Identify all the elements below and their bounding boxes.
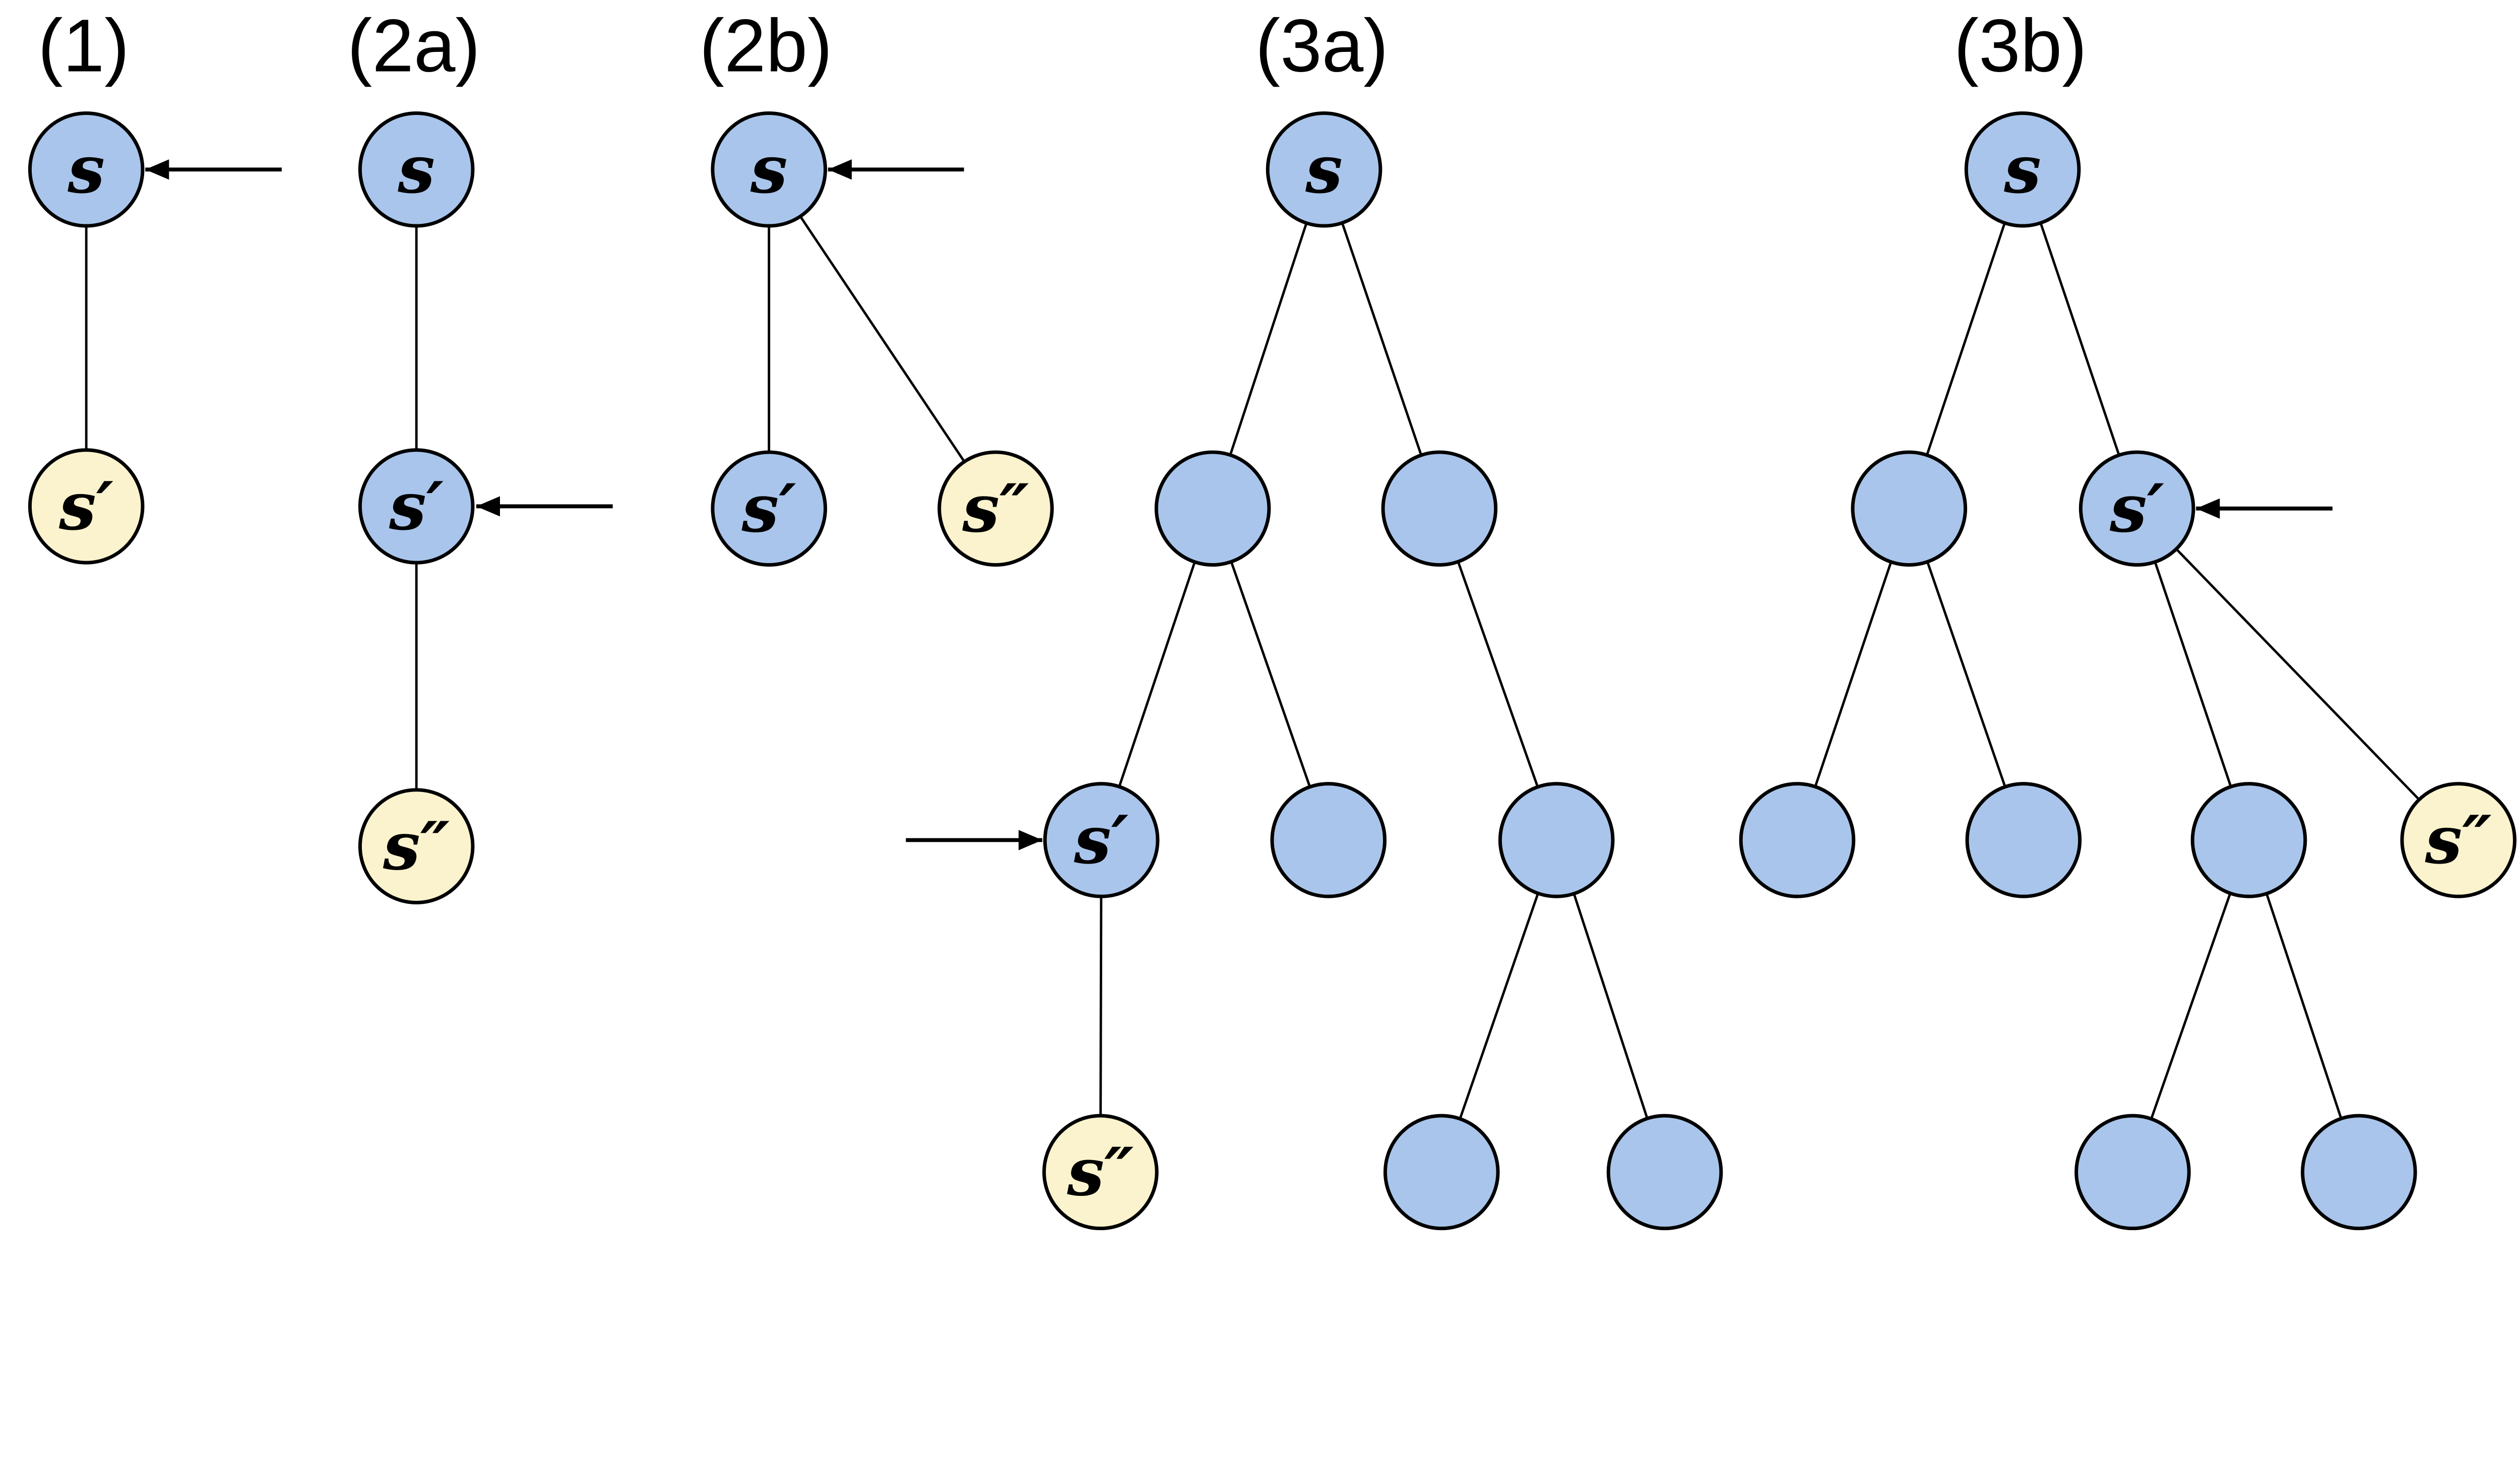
tree-edge-s-spp <box>768 168 997 510</box>
tree-edge-d-f <box>1555 839 1666 1173</box>
node-s-double-prime <box>1042 1114 1159 1231</box>
node-s-double-prime <box>358 788 475 904</box>
node-s-double-prime-label: s″ <box>2425 801 2492 879</box>
node-s-prime <box>1043 782 1160 898</box>
node-s-label: s <box>397 131 435 208</box>
diagram-2a: (2a) s s′ s″ <box>347 4 613 904</box>
node-s-prime-label: s′ <box>741 469 796 547</box>
node-s-prime-label: s′ <box>58 467 113 545</box>
node-s-prime <box>2078 450 2195 567</box>
node-s <box>358 111 475 228</box>
tree-edge-l-g <box>1796 508 1911 841</box>
tree-edge-sp-spp <box>2136 508 2460 841</box>
tree-edge-a-c <box>1211 508 1330 841</box>
tree-edge-m-n <box>2131 839 2250 1173</box>
diagram-label-3a: (3a) <box>1255 4 1389 87</box>
tree-edge-d-e <box>1440 839 1558 1173</box>
node-s-prime <box>358 448 475 565</box>
node-unlabeled <box>1154 450 1271 567</box>
node-unlabeled <box>1965 782 2082 898</box>
node-s-double-prime-label: s″ <box>383 807 450 885</box>
tree-edge-l-h <box>1908 508 2025 841</box>
node-s-double-prime <box>937 450 1054 567</box>
node-s-label: s <box>1305 131 1343 208</box>
node-unlabeled <box>2074 1114 2191 1231</box>
node-unlabeled <box>1739 782 1856 898</box>
node-unlabeled <box>1383 1114 1500 1231</box>
node-s-prime-label: s′ <box>389 467 444 545</box>
node-unlabeled <box>2190 782 2307 898</box>
node-s-prime <box>28 448 145 565</box>
node-s <box>711 111 828 228</box>
tree-edge-a-sp <box>1100 508 1214 841</box>
diagram-3b: (3b) s s′ s″ <box>1739 4 2517 1231</box>
tree-edge-s-b <box>1322 169 1441 509</box>
node-s-double-prime-label: s″ <box>1066 1133 1133 1210</box>
tree-edge-s-sp <box>2021 169 2138 509</box>
tree-edge-b-d <box>1438 508 1558 841</box>
diagram-1: (1) s s′ <box>28 4 282 565</box>
diagram-label-1: (1) <box>38 4 129 87</box>
node-s-label: s <box>67 131 105 208</box>
node-unlabeled <box>1606 1114 1723 1231</box>
tree-edge-sp-m <box>2135 508 2250 841</box>
node-s <box>1964 111 2081 228</box>
tree-edge-s-l <box>1908 169 2024 509</box>
node-s <box>1266 111 1382 228</box>
tree-edge-s-a <box>1211 169 1326 509</box>
diagram-label-3b: (3b) <box>1954 4 2087 87</box>
diagram-label-2b: (2b) <box>700 4 833 87</box>
node-s-double-prime <box>2400 782 2517 898</box>
diagram-2b: (2b) s s′ s″ <box>700 4 1054 567</box>
node-s-label: s <box>2003 131 2041 208</box>
tree-edge-m-p <box>2247 839 2360 1173</box>
node-unlabeled <box>1851 450 1968 567</box>
figure: (1) s s′ (2a) s s′ s″ (2b) s s′ s″ (3a) s s′ s″ (3b) s s′… <box>28 4 2517 1231</box>
node-s-prime <box>711 450 828 567</box>
diagram-label-2a: (2a) <box>347 4 480 87</box>
tree-diagrams: (1) s s′ (2a) s s′ s″ (2b) s s′ s″ (3a) s s′ s″ (3b) s s′… <box>28 4 2517 1231</box>
node-unlabeled <box>2301 1114 2417 1231</box>
node-unlabeled <box>1270 782 1387 898</box>
node-s-label: s <box>750 131 788 208</box>
diagram-3a: (3a) s s′ s″ <box>906 4 1723 1231</box>
node-unlabeled <box>1498 782 1615 898</box>
node-s-double-prime-label: s″ <box>962 469 1029 547</box>
node-s-prime-label: s′ <box>1074 801 1128 879</box>
node-s-prime-label: s′ <box>2109 469 2164 547</box>
node-s <box>28 111 145 228</box>
node-unlabeled <box>1381 450 1498 567</box>
